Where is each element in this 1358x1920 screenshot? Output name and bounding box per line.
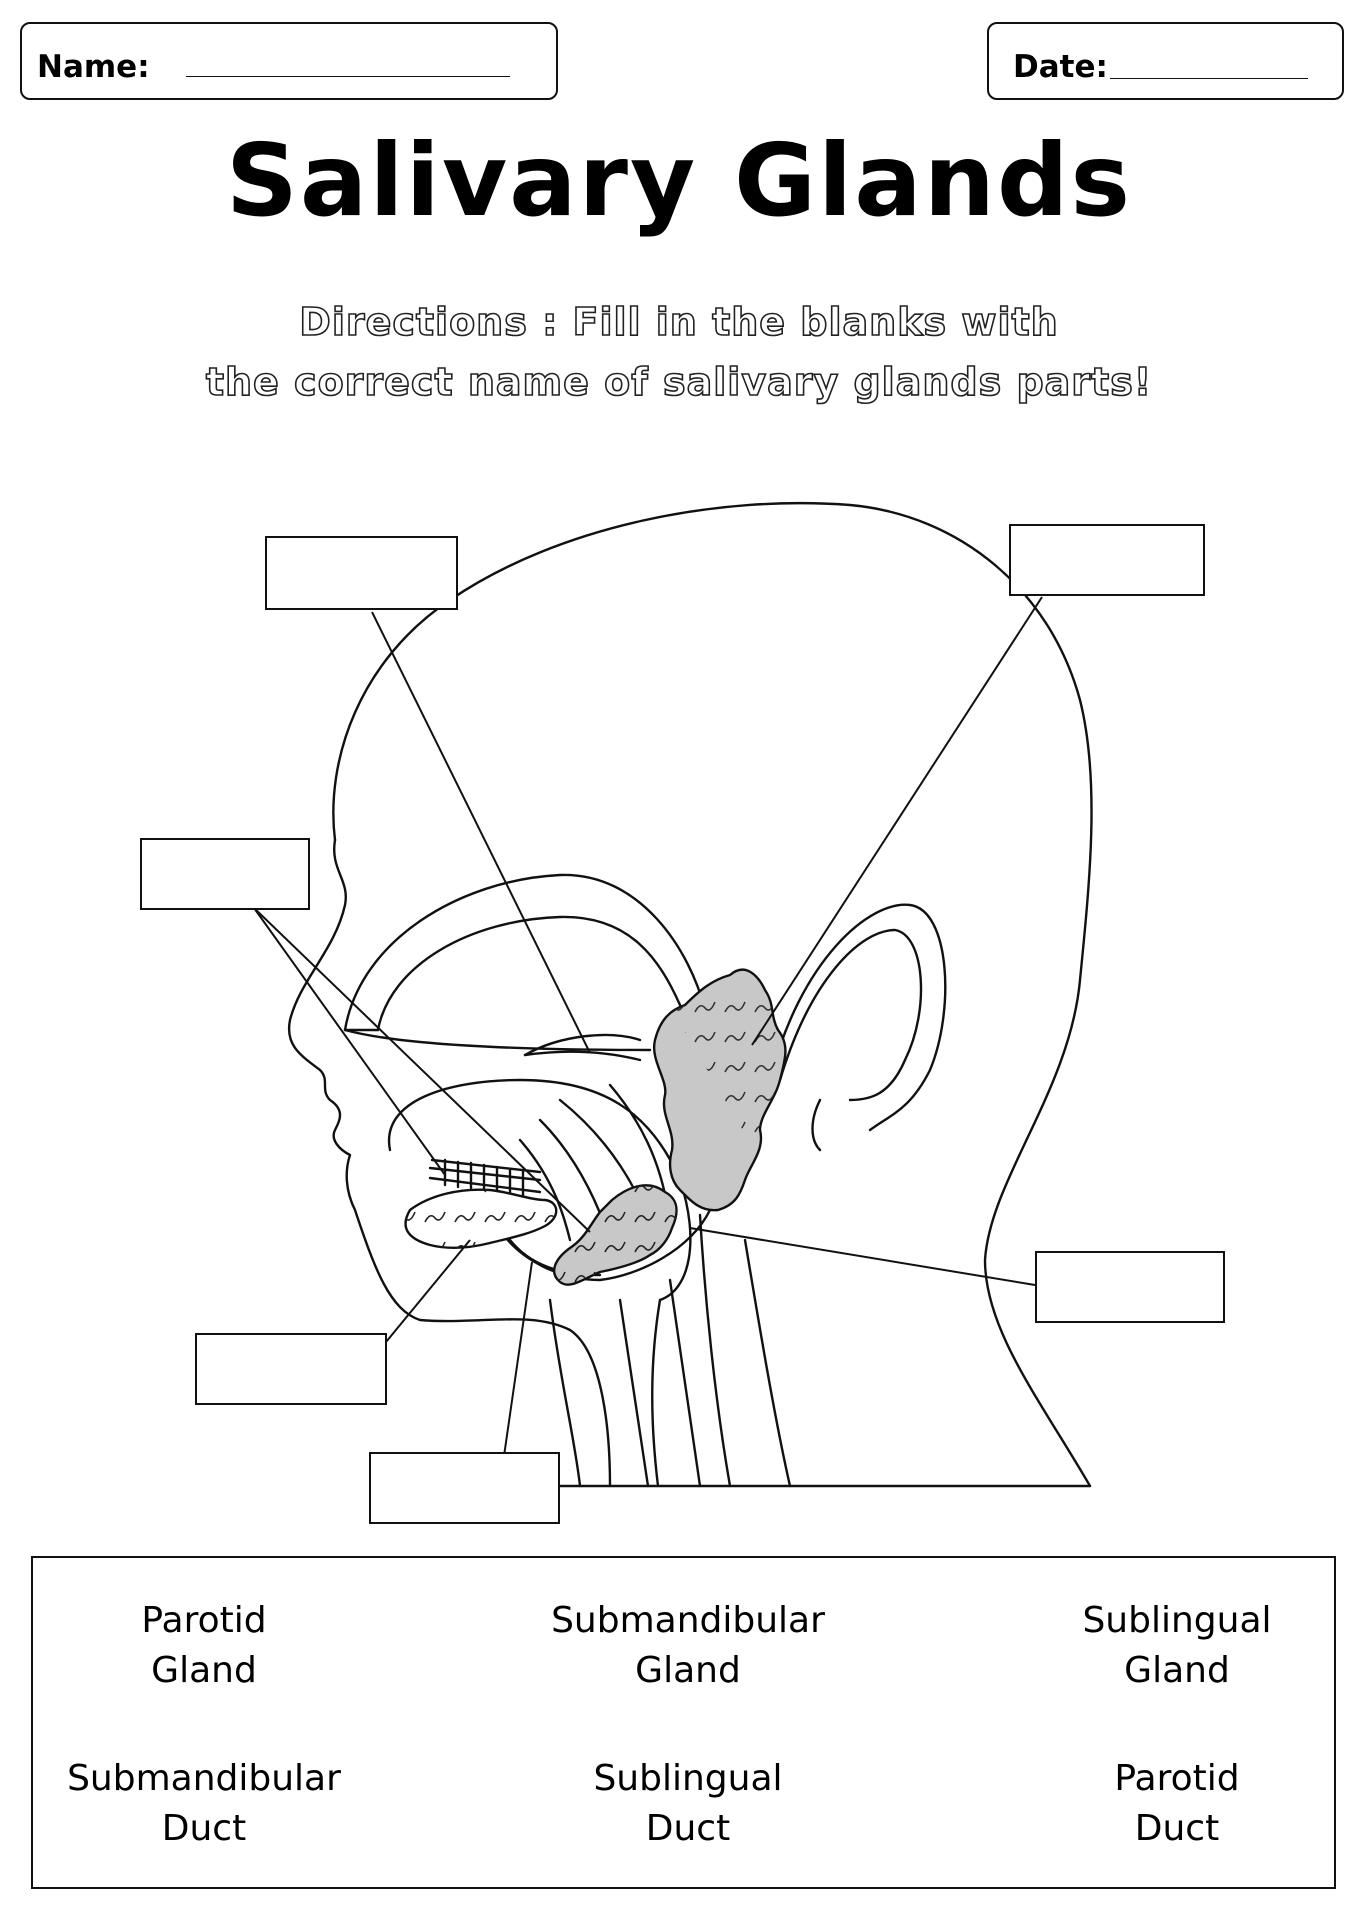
- word-bank: Parotid Gland Submandibular Gland Sublin…: [31, 1556, 1336, 1889]
- directions-line-2: the correct name of salivary glands part…: [205, 359, 1153, 405]
- word-bank-item-line-2: Gland: [635, 1650, 741, 1691]
- ear-lobe: [811, 1098, 822, 1152]
- word-bank-item-line-1: Submandibular: [551, 1600, 825, 1641]
- date-field-box: [987, 22, 1344, 100]
- label-box-top-right[interactable]: [1009, 524, 1205, 596]
- tongue-top: [523, 1033, 642, 1057]
- neck-muscle-2: [668, 1278, 702, 1488]
- word-bank-item-line-1: Parotid: [1114, 1758, 1240, 1799]
- word-bank-item-line-2: Duct: [645, 1808, 731, 1849]
- label-box-bottom[interactable]: [369, 1452, 560, 1524]
- label-box-mid-left[interactable]: [140, 838, 310, 910]
- word-bank-item: Submandibular Duct: [54, 1754, 354, 1854]
- directions-line-1: Directions : Fill in the blanks with: [298, 299, 1059, 345]
- word-bank-item: Parotid Gland: [54, 1596, 354, 1696]
- leader-line-right: [689, 1227, 1036, 1286]
- neck-muscle-3: [618, 1298, 650, 1488]
- ear-inner: [778, 928, 923, 1102]
- head-anatomy-diagram: [253, 501, 1093, 1488]
- neck-muscle-1: [698, 1213, 732, 1488]
- word-bank-item-line-2: Duct: [161, 1808, 247, 1849]
- word-bank-item-line-2: Duct: [1134, 1808, 1220, 1849]
- word-bank-item: Submandibular Gland: [538, 1596, 838, 1696]
- date-input-line[interactable]: [1110, 78, 1308, 79]
- word-bank-item-line-2: Gland: [151, 1650, 257, 1691]
- face-profile: [287, 838, 612, 1488]
- word-bank-item: Parotid Duct: [1027, 1754, 1327, 1854]
- neck-front: [651, 1298, 662, 1488]
- word-bank-item-line-1: Sublingual: [593, 1758, 783, 1799]
- word-bank-item: Sublingual Duct: [538, 1754, 838, 1854]
- label-box-bottom-left[interactable]: [195, 1333, 387, 1405]
- word-bank-item-line-1: Submandibular: [67, 1758, 341, 1799]
- label-box-top-left[interactable]: [265, 536, 458, 610]
- palate-lower: [376, 915, 682, 1032]
- leader-line-bottom-left: [385, 1239, 471, 1343]
- name-input-line[interactable]: [186, 76, 510, 77]
- leader-line-mid-left-b: [253, 907, 591, 1233]
- date-label: Date:: [1013, 49, 1108, 85]
- tongue-outline: [387, 1078, 692, 1302]
- label-box-right[interactable]: [1035, 1251, 1225, 1323]
- name-field-box: [20, 22, 558, 100]
- word-bank-item-line-2: Gland: [1124, 1650, 1230, 1691]
- word-bank-item-line-1: Sublingual: [1082, 1600, 1272, 1641]
- word-bank-item-line-1: Parotid: [141, 1600, 267, 1641]
- neck-back: [548, 1298, 582, 1488]
- leader-line-bottom: [503, 1261, 533, 1457]
- worksheet-title: Salivary Glands: [225, 122, 1133, 239]
- palate-upper: [343, 873, 707, 1032]
- leader-line-top-right: [751, 596, 1043, 1046]
- leader-line-top-left: [371, 611, 591, 1054]
- word-bank-item: Sublingual Gland: [1027, 1596, 1327, 1696]
- leader-line-mid-left-a: [253, 907, 446, 1176]
- ear-outline: [768, 903, 947, 1132]
- teeth: [428, 1158, 542, 1198]
- name-label: Name:: [37, 49, 150, 85]
- tongue-base: [523, 1050, 642, 1062]
- palate-band: [343, 1028, 652, 1052]
